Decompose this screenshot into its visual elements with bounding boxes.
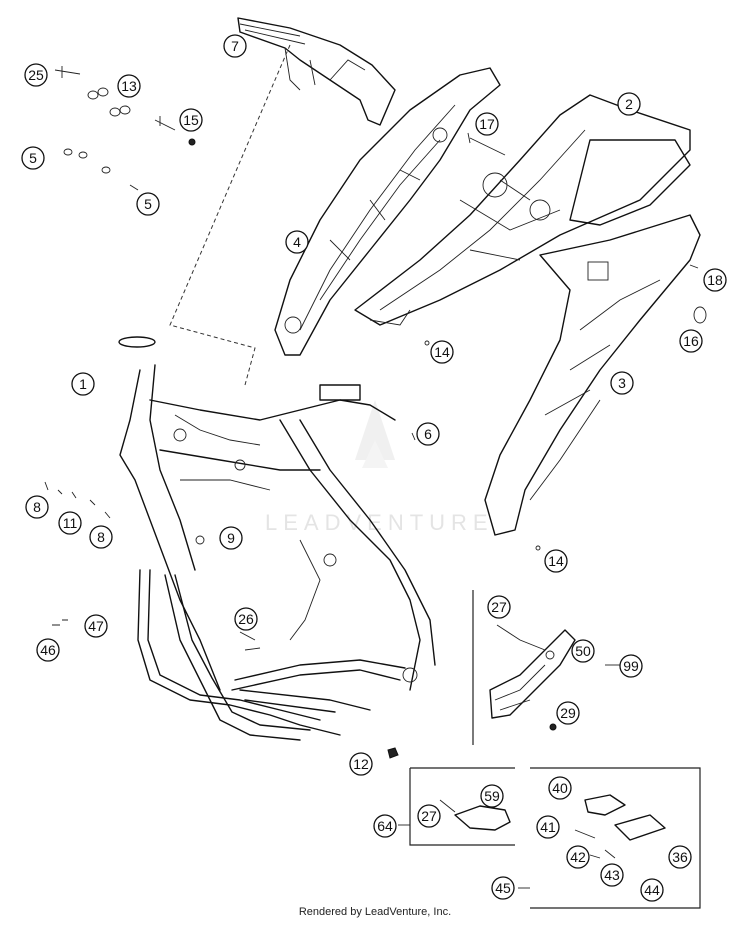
- callout-43: 43: [600, 863, 624, 887]
- svg-text:5: 5: [144, 196, 152, 212]
- svg-text:25: 25: [28, 67, 44, 83]
- svg-text:8: 8: [97, 529, 105, 545]
- callout-6: 6: [416, 422, 440, 446]
- svg-text:59: 59: [484, 788, 500, 804]
- svg-text:18: 18: [707, 272, 723, 288]
- svg-text:27: 27: [421, 808, 437, 824]
- part-3-side-cover: [484, 214, 701, 536]
- inset-footpegs: [518, 767, 701, 909]
- callout-11: 11: [58, 511, 82, 535]
- callout-25: 25: [24, 63, 48, 87]
- svg-text:16: 16: [683, 333, 699, 349]
- callout-5b: 5: [136, 192, 160, 216]
- svg-text:11: 11: [63, 515, 78, 531]
- svg-text:26: 26: [238, 611, 254, 627]
- svg-text:47: 47: [88, 618, 104, 634]
- small-hardware-right: [424, 132, 707, 551]
- svg-text:29: 29: [560, 705, 576, 721]
- callout-27b: 27: [417, 804, 441, 828]
- callout-45: 45: [491, 876, 515, 900]
- part-2-subframe: [354, 94, 691, 326]
- callout-17: 17: [475, 112, 499, 136]
- callout-15: 15: [179, 108, 203, 132]
- svg-text:64: 64: [377, 818, 393, 834]
- svg-text:2: 2: [625, 96, 633, 112]
- frame-cradle-tubes: [137, 569, 406, 741]
- svg-text:1: 1: [79, 376, 87, 392]
- callout-59: 59: [480, 784, 504, 808]
- callout-8b: 8: [89, 525, 113, 549]
- callout-2: 2: [617, 92, 641, 116]
- footer-credit: Rendered by LeadVenture, Inc.: [298, 906, 452, 918]
- callout-14b: 14: [544, 549, 568, 573]
- callout-8a: 8: [25, 495, 49, 519]
- callout-26: 26: [234, 607, 258, 631]
- callout-1: 1: [71, 372, 95, 396]
- part-7-top-bracket: [237, 17, 396, 126]
- svg-text:8: 8: [33, 499, 41, 515]
- callout-12: 12: [349, 752, 373, 776]
- callout-16: 16: [679, 329, 703, 353]
- svg-text:45: 45: [495, 880, 511, 896]
- svg-text:99: 99: [623, 658, 639, 674]
- svg-text:46: 46: [40, 642, 56, 658]
- svg-text:3: 3: [618, 375, 626, 391]
- callout-18: 18: [703, 268, 727, 292]
- callout-36: 36: [668, 845, 692, 869]
- callout-41: 41: [536, 815, 560, 839]
- svg-text:14: 14: [434, 344, 450, 360]
- callout-3: 3: [610, 371, 634, 395]
- svg-text:40: 40: [552, 780, 568, 796]
- callout-42: 42: [566, 845, 590, 869]
- watermark-logo: [355, 400, 395, 468]
- svg-text:12: 12: [353, 756, 369, 772]
- callout-50: 50: [571, 639, 595, 663]
- callout-99: 99: [619, 654, 643, 678]
- part-4-side-brace: [274, 67, 501, 356]
- callout-40: 40: [548, 776, 572, 800]
- callout-44: 44: [640, 878, 664, 902]
- svg-text:4: 4: [293, 234, 301, 250]
- svg-text:43: 43: [604, 867, 620, 883]
- callout-64: 64: [373, 814, 397, 838]
- callout-13: 13: [117, 74, 141, 98]
- callout-7: 7: [223, 34, 247, 58]
- svg-text:9: 9: [227, 530, 235, 546]
- leader-lines: [169, 44, 416, 441]
- svg-text:41: 41: [540, 819, 556, 835]
- svg-text:7: 7: [231, 38, 239, 54]
- callout-9: 9: [219, 526, 243, 550]
- svg-text:44: 44: [644, 882, 660, 898]
- callout-29: 29: [556, 701, 580, 725]
- inset-chain-guide: [472, 590, 620, 745]
- svg-text:15: 15: [183, 112, 199, 128]
- part-1-main-frame: [118, 336, 436, 691]
- svg-text:27: 27: [491, 599, 507, 615]
- watermark-text: LEADVENTURE: [265, 510, 494, 535]
- callout-4: 4: [285, 230, 309, 254]
- svg-text:5: 5: [29, 150, 37, 166]
- svg-text:6: 6: [424, 426, 432, 442]
- small-hardware-top-left: [54, 66, 196, 191]
- svg-text:50: 50: [575, 643, 591, 659]
- svg-text:42: 42: [570, 849, 586, 865]
- svg-text:14: 14: [548, 553, 564, 569]
- svg-text:36: 36: [672, 849, 688, 865]
- inset-small-guard: [398, 767, 515, 846]
- small-hardware-left: [44, 481, 399, 759]
- svg-text:13: 13: [121, 78, 137, 94]
- callout-14a: 14: [430, 340, 454, 364]
- callout-27a: 27: [487, 595, 511, 619]
- callout-46: 46: [36, 638, 60, 662]
- callout-5a: 5: [21, 146, 45, 170]
- svg-text:17: 17: [479, 116, 495, 132]
- callout-47: 47: [84, 614, 108, 638]
